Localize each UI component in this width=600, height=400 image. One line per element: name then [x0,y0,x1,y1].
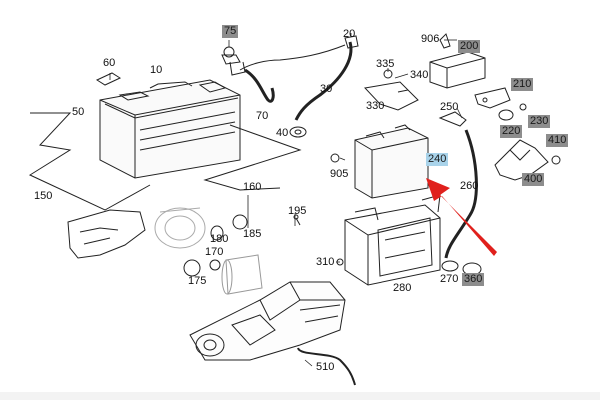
callout-20: 20 [343,28,356,40]
control-module-part-200 [429,51,486,89]
starter-assembly-part [189,281,346,361]
plug-part-250 [438,111,467,127]
callout-410: 410 [546,134,569,147]
callout-340: 340 [410,69,429,81]
callout-310: 310 [316,256,335,268]
callout-510: 510 [316,361,335,373]
bottom-strip [0,392,600,400]
bracket-part-150 [67,209,146,259]
callout-175: 175 [188,275,207,287]
callout-50: 50 [72,106,85,118]
callout-360: 360 [462,273,485,286]
callout-905: 905 [330,168,349,180]
cable-part-510 [297,347,356,386]
callout-195: 195 [288,205,307,217]
callout-335: 335 [376,58,395,70]
cable-part-70 [244,68,275,103]
callout-220: 220 [500,125,523,138]
callout-160: 160 [243,181,262,193]
tray-outline-line [28,112,151,211]
callout-260: 260 [460,180,479,192]
callout-180: 180 [210,233,229,245]
clamp-part-75 [221,46,246,76]
callout-210: 210 [511,78,534,91]
bushing-part-180 [210,225,224,241]
alternator-part-160 [154,207,248,249]
callout-185: 185 [243,228,262,240]
grommet-part-40 [289,126,307,138]
bracket-part-60 [95,72,122,86]
callout-230: 230 [528,115,551,128]
callout-170: 170 [205,246,224,258]
bracket-part-400 [494,139,549,181]
callout-330: 330 [366,100,385,112]
washer-part-170 [209,259,221,271]
callout-250: 250 [440,101,459,113]
callout-75: 75 [222,25,239,38]
auxiliary-battery-part-240 [354,124,429,199]
callout-270: 270 [440,273,459,285]
callout-70: 70 [256,110,269,122]
battery-tray-part-280 [344,204,441,286]
hose-part-260 [444,129,478,259]
callout-40: 40 [276,127,289,139]
callout-400: 400 [522,173,545,186]
hose-part-30 [294,41,353,121]
screw-part-905 [330,153,340,163]
grommet-part-270 [441,260,459,272]
bracket-part-210 [474,87,511,109]
battery-part [99,79,241,179]
callout-240: 240 [426,153,449,166]
callout-200: 200 [458,40,481,53]
callout-906: 906 [421,33,440,45]
callout-280: 280 [393,282,412,294]
callout-150: 150 [34,190,53,202]
callout-60: 60 [103,57,116,69]
callout-30: 30 [320,83,333,95]
callout-10: 10 [150,64,163,76]
bracket-part-330 [363,81,419,111]
starter-part-175 [183,254,263,295]
highlight-arrow [426,178,497,256]
